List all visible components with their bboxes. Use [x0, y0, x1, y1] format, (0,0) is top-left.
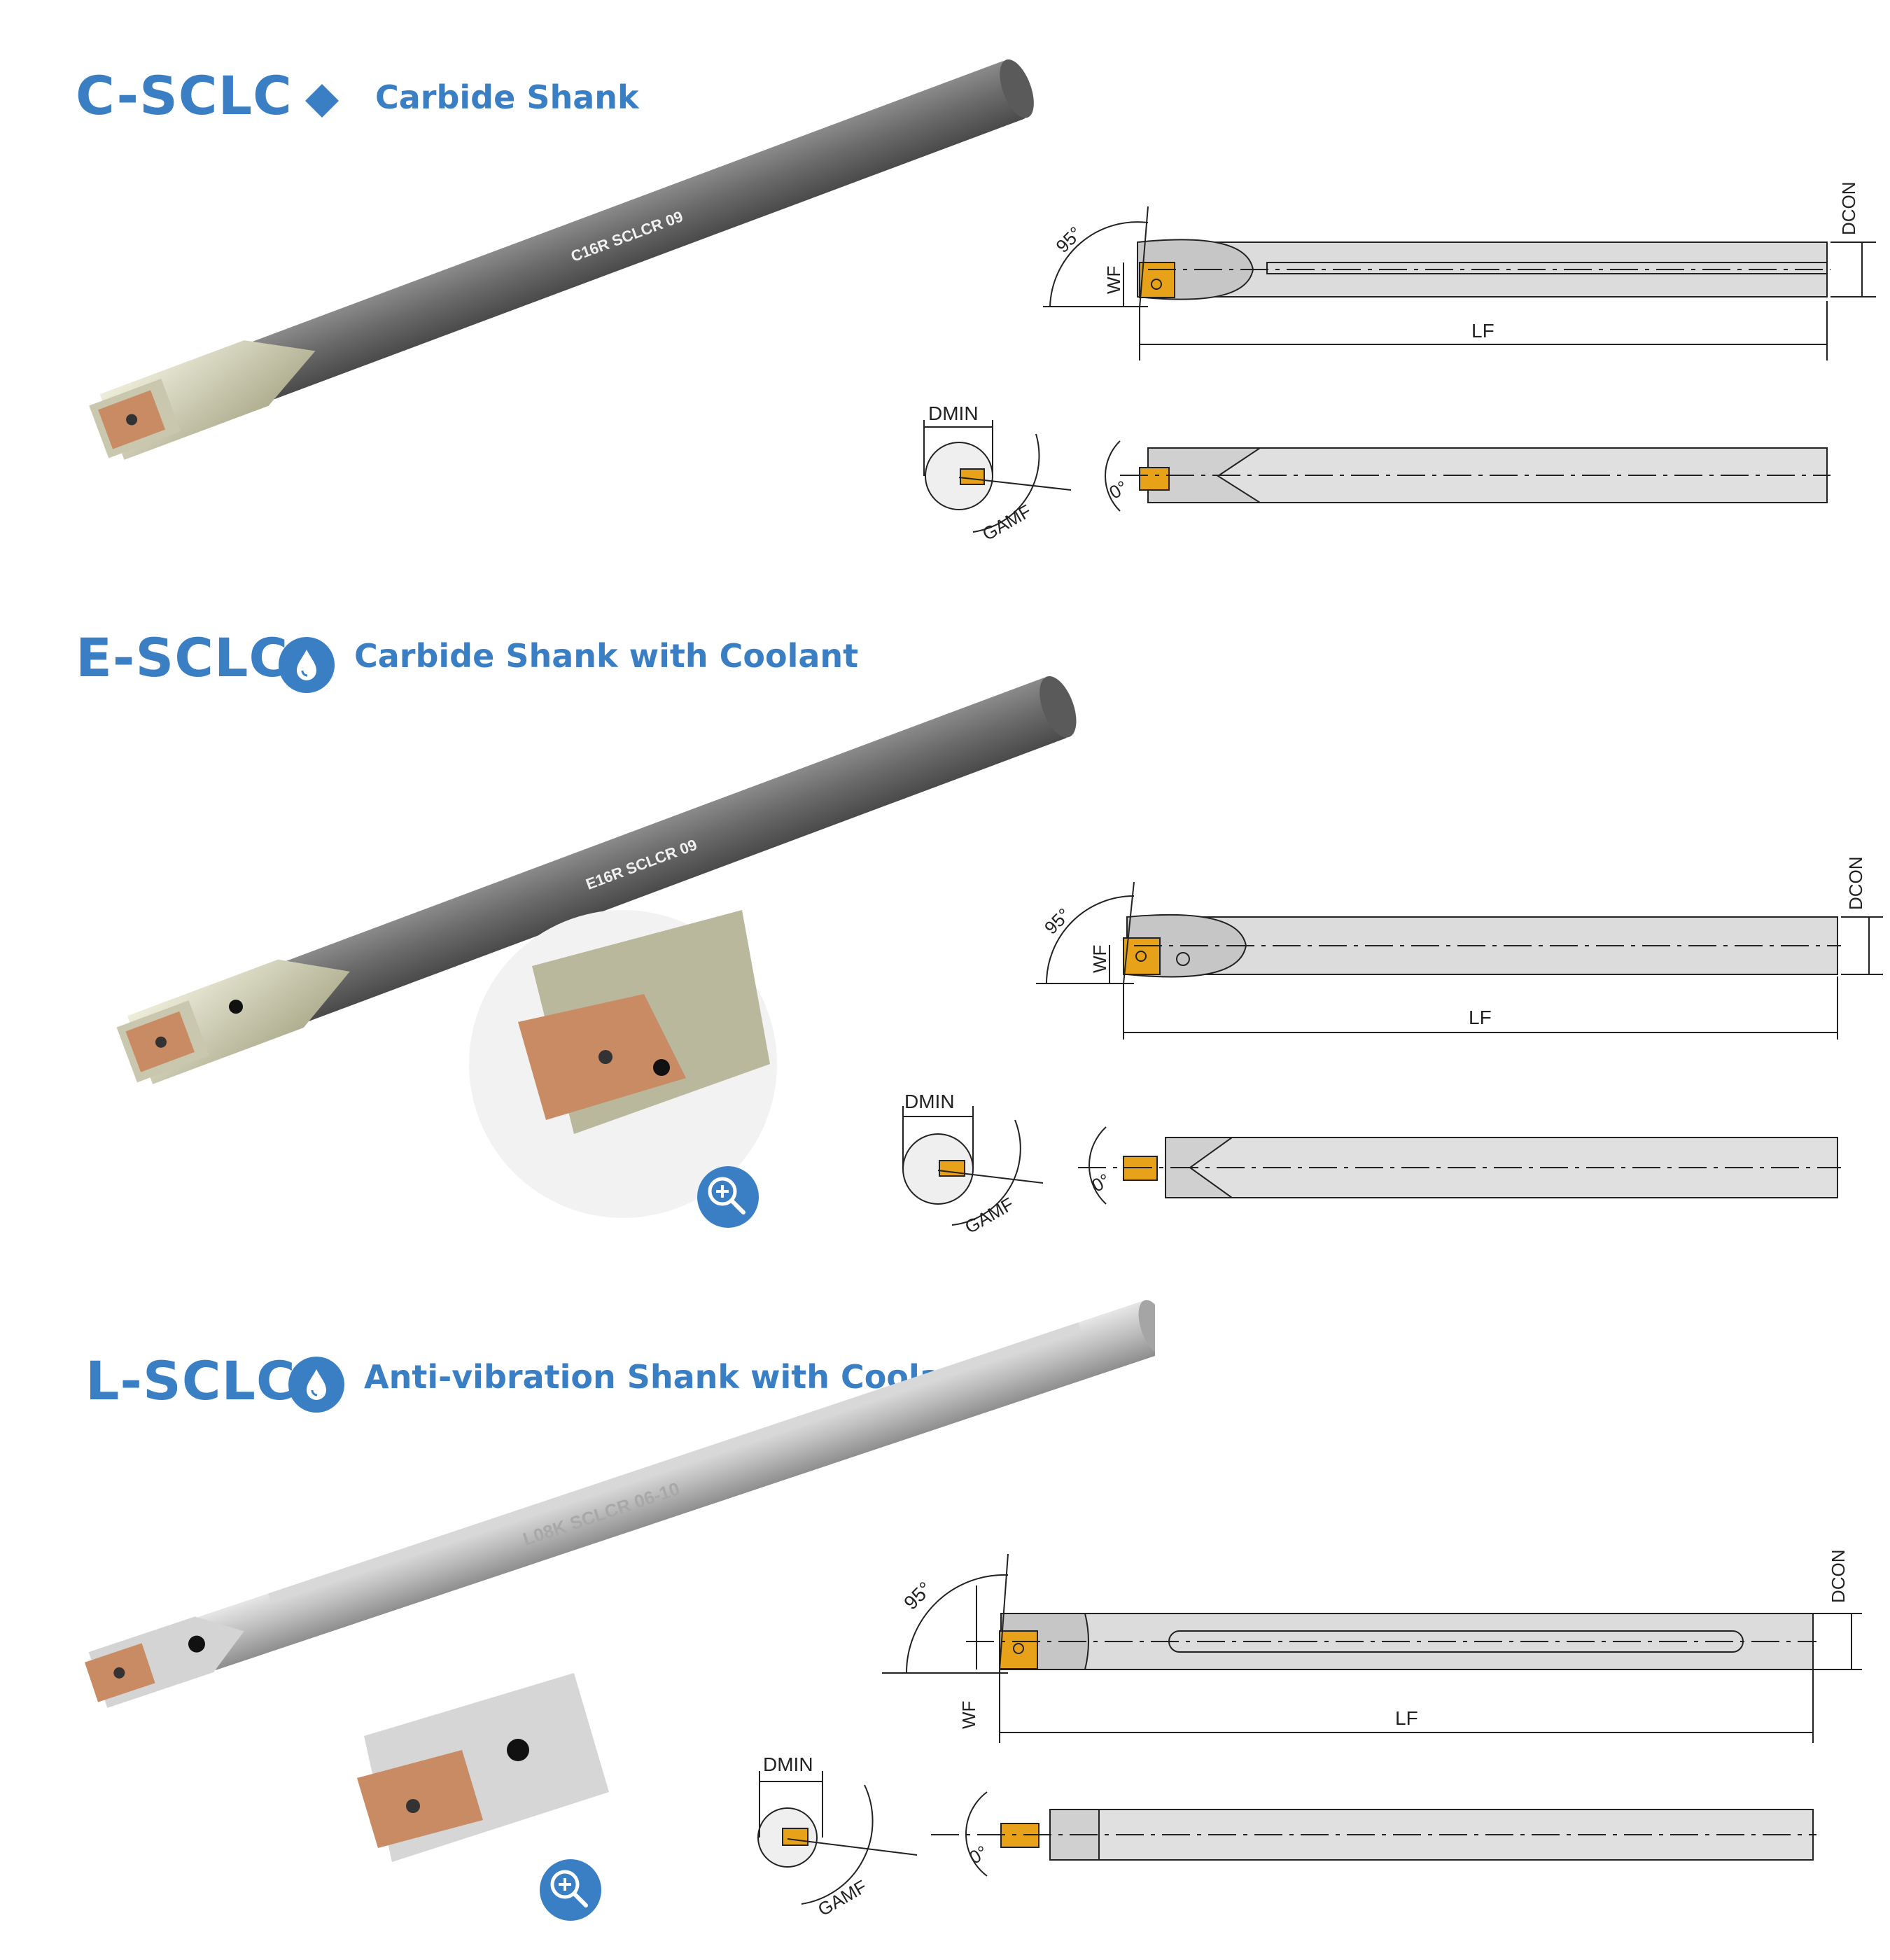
coolant-drop-icon	[288, 1357, 344, 1413]
gamf-label: GAMF	[961, 1194, 1017, 1238]
product-code: L-SCLC	[85, 1350, 296, 1412]
zero-angle-label: 0°	[1105, 476, 1131, 503]
lf-label: LF	[1469, 1007, 1492, 1028]
dmin-label: DMIN	[904, 1091, 955, 1112]
angle-label: 95°	[1040, 904, 1074, 938]
dcon-label: DCON	[1838, 181, 1859, 235]
section-e-sclc: E-SCLC Carbide Shank with Coolant E16R S…	[0, 574, 1890, 1274]
product-subtitle: Carbide Shank	[375, 78, 639, 116]
coolant-drop-icon	[279, 637, 335, 693]
product-subtitle: Carbide Shank with Coolant	[354, 637, 859, 675]
product-code: C-SCLC	[76, 64, 293, 127]
lf-label: LF	[1471, 320, 1494, 342]
lf-label: LF	[1395, 1707, 1418, 1729]
tool-render: L08K SCLCR 06-10	[84, 1300, 1155, 1921]
zoom-icon[interactable]	[540, 1859, 601, 1921]
gamf-label: GAMF	[814, 1876, 870, 1921]
angle-label: 95°	[1051, 223, 1086, 257]
technical-drawing: 95° WF DCON LF DMIN GAMF 0°	[902, 856, 1883, 1238]
dcon-label: DCON	[1828, 1549, 1849, 1603]
diamond-icon	[305, 84, 339, 118]
section-l-sclc: L-SCLC Anti-vibration Shank with Coolant…	[0, 1288, 1890, 1960]
dmin-label: DMIN	[928, 402, 979, 424]
dmin-label: DMIN	[763, 1754, 813, 1775]
wf-label: WF	[1089, 945, 1110, 973]
zero-angle-label: 0°	[1088, 1169, 1114, 1196]
dcon-label: DCON	[1845, 856, 1866, 910]
section-c-sclc: C-SCLC Carbide Shank C16R SCLCR 09	[0, 0, 1890, 574]
gamf-label: GAMF	[979, 500, 1035, 545]
wf-label: WF	[958, 1701, 979, 1729]
technical-drawing: 95° WF DCON LF DMIN GAMF 0°	[923, 181, 1876, 545]
zoom-icon[interactable]	[697, 1166, 759, 1228]
zero-angle-label: 0°	[965, 1841, 991, 1868]
technical-drawing: 95° WF DCON LF DMIN GAMF 0°	[757, 1549, 1862, 1921]
product-code: E-SCLC	[76, 626, 289, 689]
detail-zoom	[357, 1673, 609, 1862]
tool-render: C16R SCLCR 09	[89, 59, 1034, 460]
detail-zoom	[518, 910, 770, 1134]
tool-render: E16R SCLCR 09	[116, 676, 1077, 1228]
product-subtitle: Anti-vibration Shank with Coolant	[364, 1358, 980, 1396]
wf-label: WF	[1103, 266, 1124, 294]
